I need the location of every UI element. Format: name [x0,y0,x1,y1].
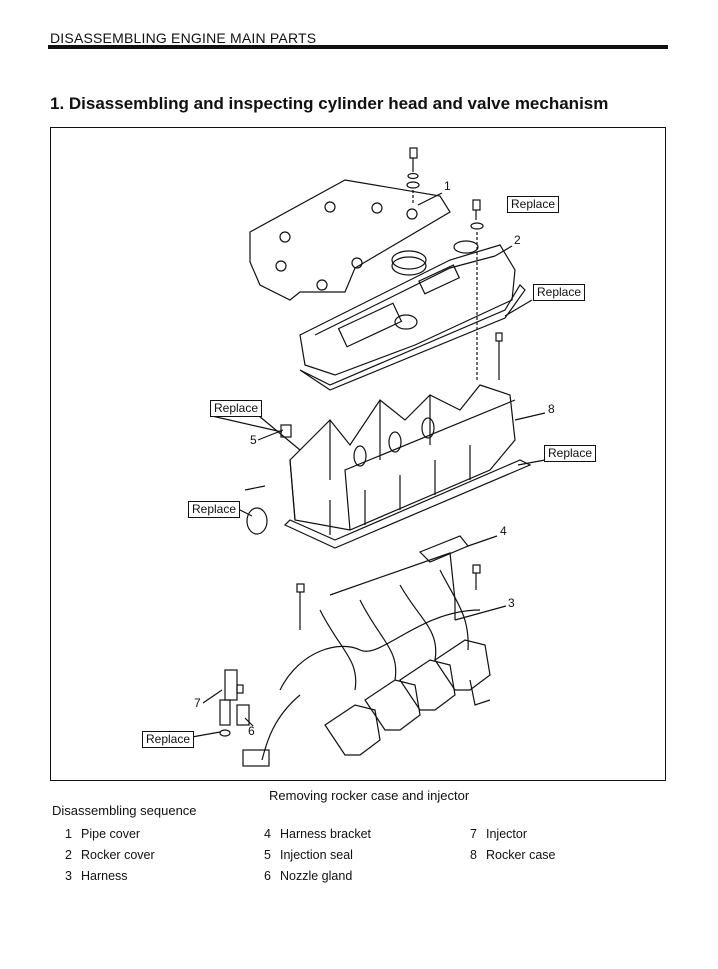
pipe-cover-drawing [249,179,451,301]
item-label: Pipe cover [81,827,141,841]
section-header: DISASSEMBLING ENGINE MAIN PARTS [50,30,317,46]
callout-3: 3 [508,596,515,610]
replace-label: Replace [544,445,597,462]
item-number: 4 [264,827,271,841]
callout-1: 1 [444,179,451,193]
item-label: Rocker case [486,848,556,862]
sequence-item: 5 Injection seal [264,848,353,862]
item-number: 2 [65,848,72,862]
bolt-drawing [296,583,305,630]
item-label: Nozzle gland [280,869,353,883]
bolt-drawing [406,147,420,205]
header-rule [48,45,668,49]
sequence-heading: Disassembling sequence [52,803,197,818]
callout-8: 8 [548,402,555,416]
sequence-item: 2 Rocker cover [65,848,155,862]
callout-4: 4 [500,524,507,538]
sequence-item: 4 Harness bracket [264,827,371,841]
item-number: 1 [65,827,72,841]
callout-7: 7 [194,696,201,710]
replace-label: Replace [507,196,560,213]
bolt-drawing [495,332,503,380]
item-label: Harness bracket [280,827,372,841]
sequence-item: 8 Rocker case [470,848,555,862]
sequence-item: 3 Harness [65,869,128,883]
rocker-case-drawing [289,384,516,535]
bolt-drawing [470,199,484,380]
item-number: 6 [264,869,271,883]
item-number: 8 [470,848,477,862]
rocker-cover-drawing [299,240,516,376]
sequence-item: 6 Nozzle gland [264,869,352,883]
sequence-item: 7 Injector [470,827,527,841]
page-title: 1. Disassembling and inspecting cylinder… [50,94,609,113]
replace-label: Replace [210,400,263,417]
item-number: 3 [65,869,72,883]
harness-drawing [242,552,481,767]
item-label: Injector [486,827,527,841]
item-label: Injection seal [280,848,353,862]
figure-caption: Removing rocker case and injector [269,788,470,803]
replace-label: Replace [188,501,241,518]
sequence-item: 1 Pipe cover [65,827,140,841]
rocker-arms-drawing [324,639,491,756]
injector-drawing [219,669,250,737]
replace-label: Replace [142,731,195,748]
item-number: 7 [470,827,477,841]
item-label: Harness [81,869,128,883]
callout-6: 6 [248,724,255,738]
figure-frame [50,127,666,781]
callout-2: 2 [514,233,521,247]
bolt-drawing [472,564,481,590]
item-number: 5 [264,848,271,862]
gasket-drawing [283,459,532,549]
leader-lines [191,192,546,738]
callout-5: 5 [250,433,257,447]
replace-label: Replace [533,284,586,301]
gasket-drawing [299,284,526,391]
item-label: Rocker cover [81,848,155,862]
